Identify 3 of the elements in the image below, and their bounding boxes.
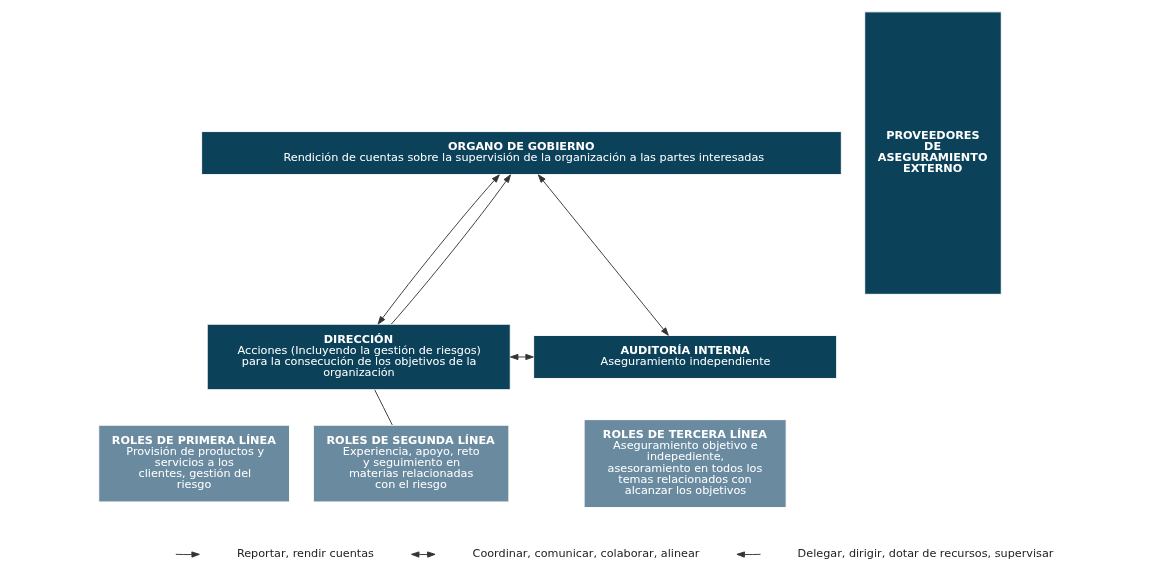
legend-label: Reportar, rendir cuentas <box>236 547 374 561</box>
legend-label: Coordinar, comunicar, colaborar, alinear <box>472 547 700 561</box>
legend-label: Delegar, dirigir, dotar de recursos, supervisar <box>797 547 1054 561</box>
